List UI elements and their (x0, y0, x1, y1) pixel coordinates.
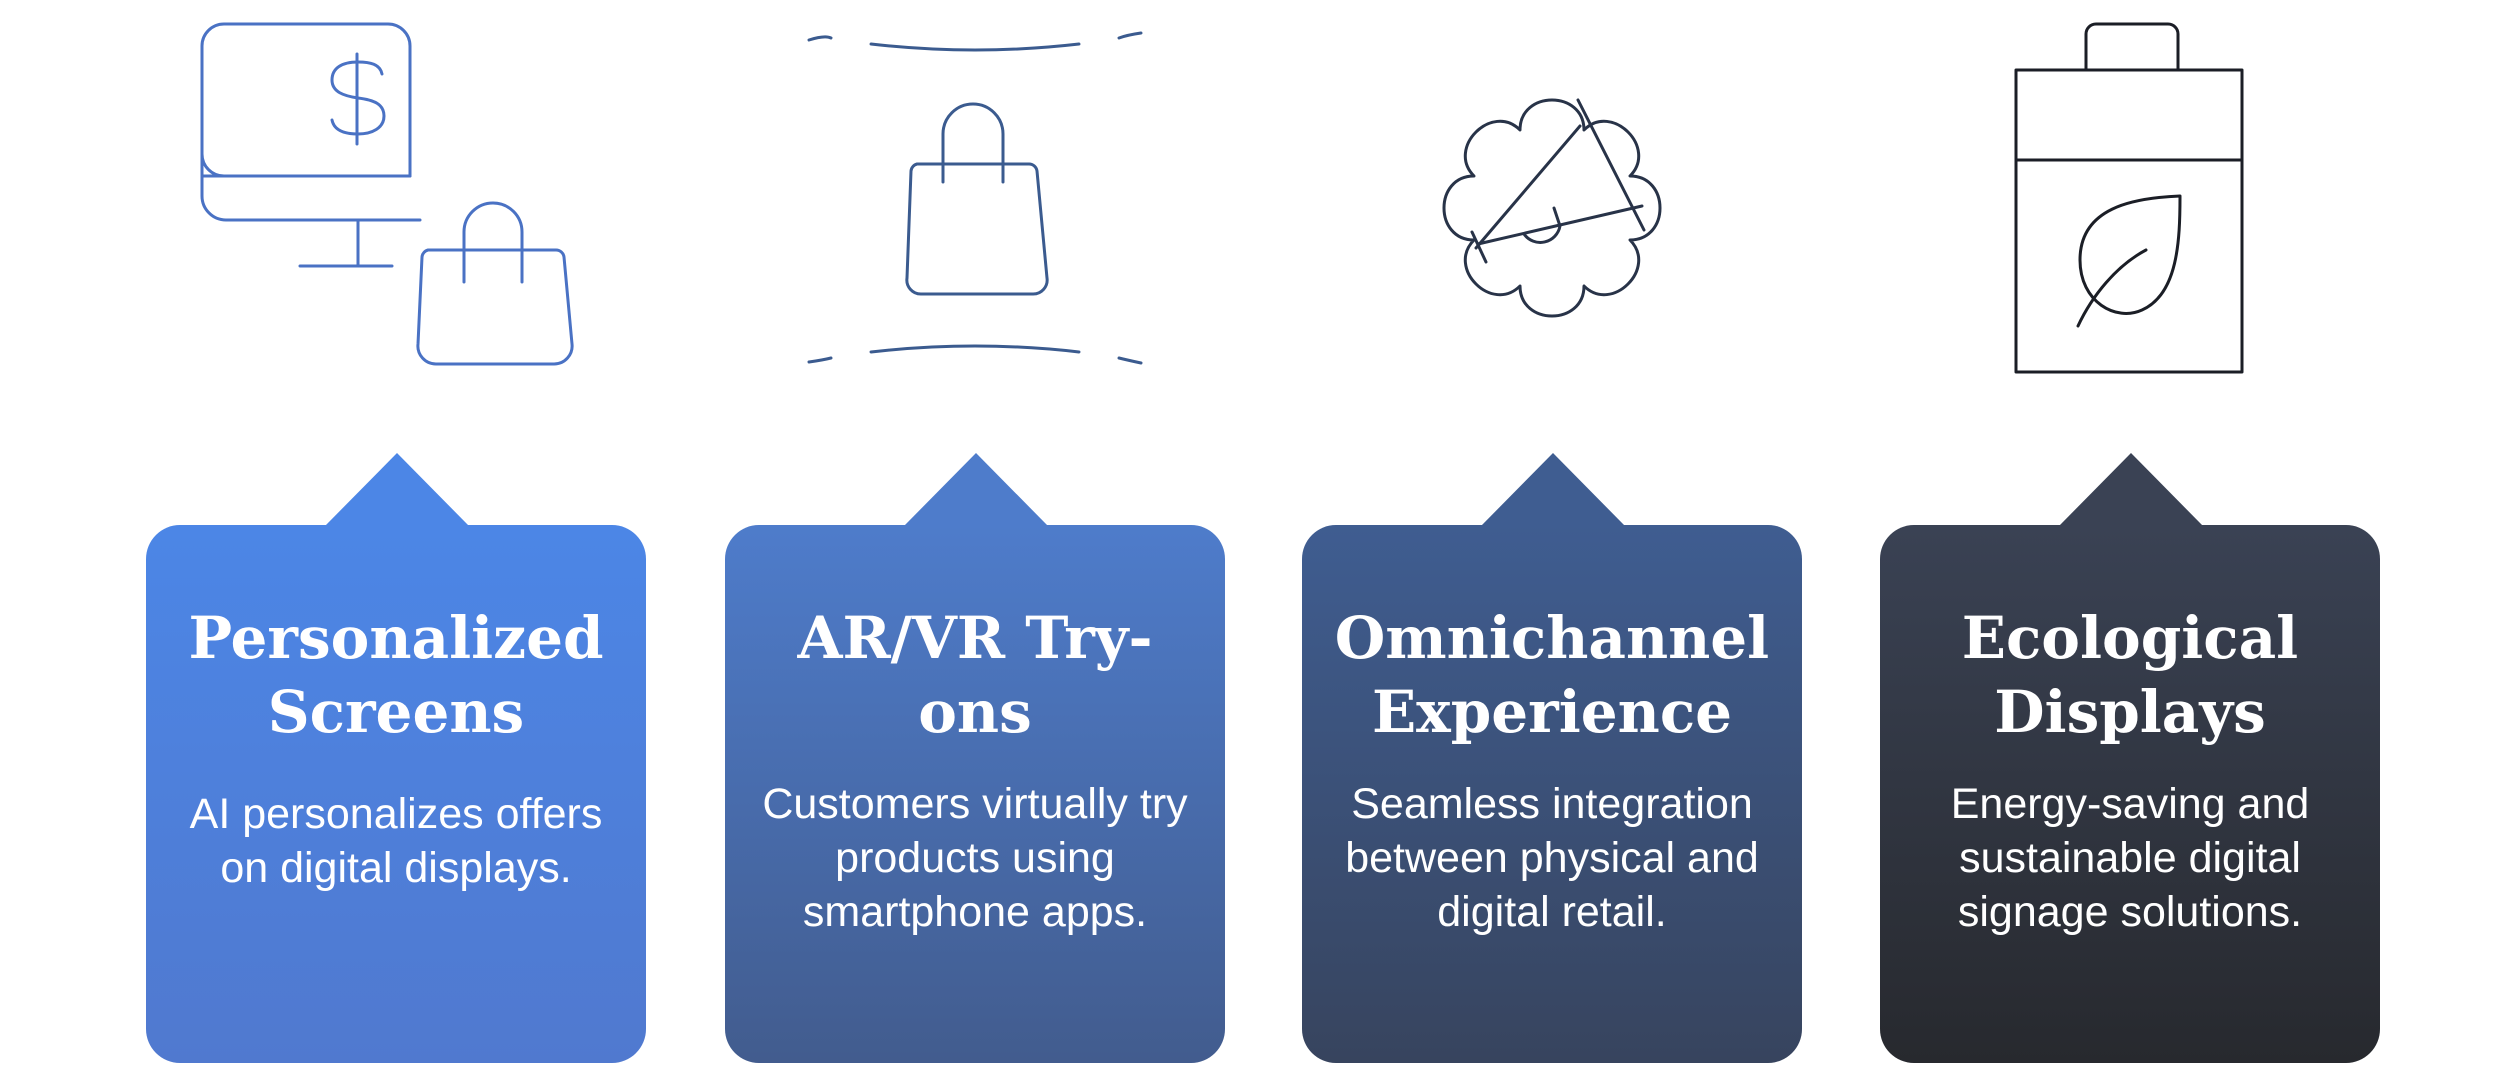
card-title: Omnichannel Experience (1334, 604, 1770, 746)
eco-battery-leaf-icon (1880, 0, 2380, 420)
card-title: AR/VR Try-ons (797, 604, 1153, 746)
megaphone-badge-icon (1302, 0, 1802, 420)
card-column-personalized-screens: Personalized Screens AI personalizes off… (146, 0, 646, 1088)
shopping-bag-ar-frame-icon (725, 0, 1225, 420)
card-pointer (325, 453, 469, 526)
card-column-ar-vr-try-ons: AR/VR Try-ons Customers virtually try pr… (725, 0, 1225, 1088)
card-omnichannel-experience: Omnichannel Experience Seamless integrat… (1302, 525, 1802, 1063)
card-title: Ecological Displays (1961, 604, 2299, 746)
card-pointer (1481, 453, 1625, 526)
card-description: Seamless integration between physical an… (1345, 780, 1759, 936)
card-ar-vr-try-ons: AR/VR Try-ons Customers virtually try pr… (725, 525, 1225, 1063)
card-personalized-screens: Personalized Screens AI personalizes off… (146, 525, 646, 1063)
card-column-omnichannel-experience: Omnichannel Experience Seamless integrat… (1302, 0, 1802, 1088)
monitor-dollar-shopping-bag-icon (146, 0, 646, 420)
card-pointer (904, 453, 1048, 526)
card-description: AI personalizes offers on digital displa… (189, 790, 603, 892)
card-description: Energy-saving and sustainable digital si… (1950, 780, 2310, 936)
card-column-ecological-displays: Ecological Displays Energy-saving and su… (1880, 0, 2380, 1088)
card-pointer (2059, 453, 2203, 526)
card-description: Customers virtually try products using s… (762, 780, 1188, 936)
card-ecological-displays: Ecological Displays Energy-saving and su… (1880, 525, 2380, 1063)
card-title: Personalized Screens (188, 604, 604, 746)
